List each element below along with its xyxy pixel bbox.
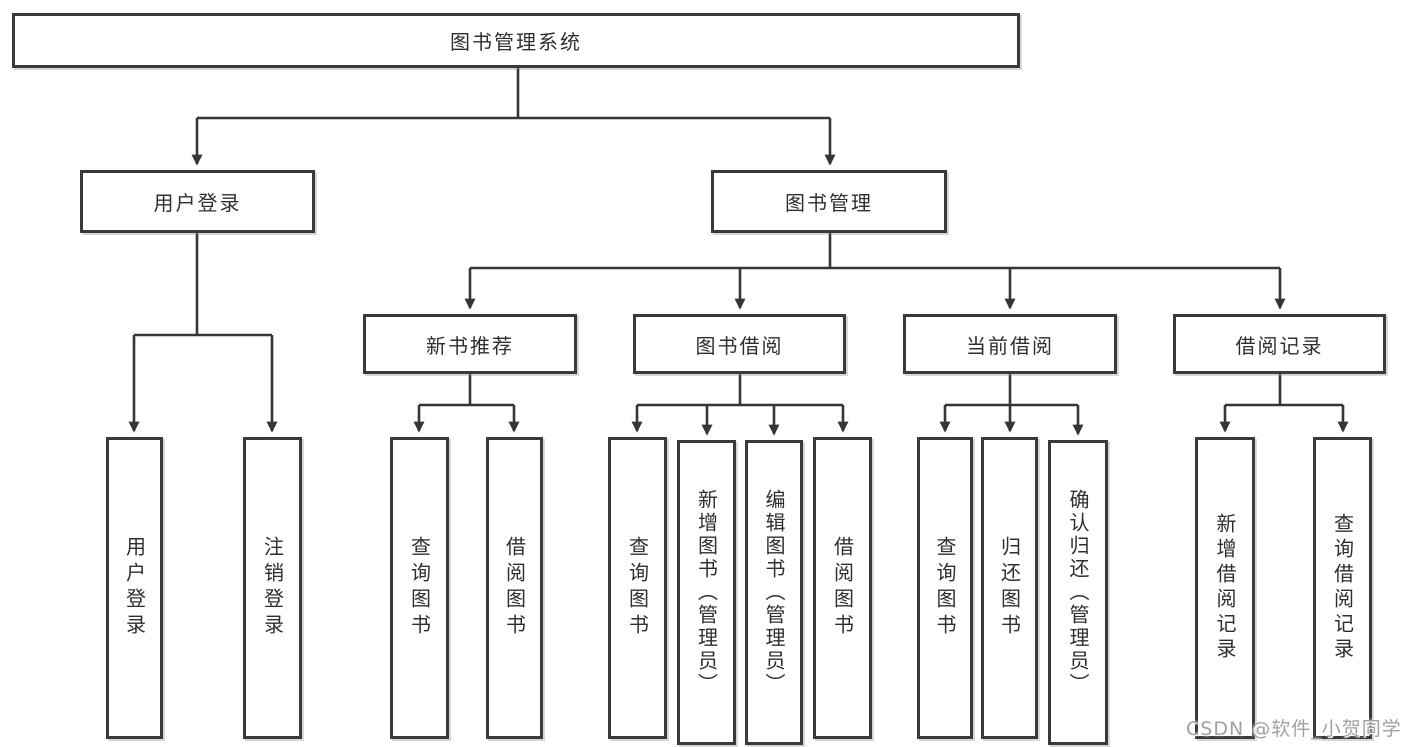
node-new-book-recommendation: 新书推荐 <box>363 314 577 374</box>
node-root-system: 图书管理系统 <box>12 13 1020 68</box>
leaf-logout: 注销登录 <box>243 437 302 739</box>
leaf-newbook-query-books: 查询图书 <box>390 437 449 739</box>
leaf-user-login: 用户登录 <box>106 437 163 739</box>
leaf-records-add-record: 新增借阅记录 <box>1195 437 1255 739</box>
node-book-management: 图书管理 <box>711 170 947 233</box>
leaf-current-confirm-return-admin: 确认归还（管理员） <box>1048 440 1108 745</box>
leaf-current-return-books: 归还图书 <box>981 437 1038 739</box>
leaf-newbook-borrow-books: 借阅图书 <box>486 437 543 739</box>
leaf-records-query-record: 查询借阅记录 <box>1313 437 1372 739</box>
leaf-borrowing-edit-books-admin: 编辑图书（管理员） <box>745 440 803 745</box>
node-current-borrowing: 当前借阅 <box>903 314 1117 374</box>
leaf-borrowing-borrow-books: 借阅图书 <box>813 437 872 739</box>
node-borrowing-records: 借阅记录 <box>1173 314 1386 374</box>
leaf-current-query-books: 查询图书 <box>917 437 973 739</box>
csdn-watermark: CSDN @软件_小贺同学 <box>1186 718 1402 740</box>
node-book-borrowing: 图书借阅 <box>633 314 846 374</box>
node-user-login: 用户登录 <box>80 170 315 233</box>
leaf-borrowing-add-books-admin: 新增图书（管理员） <box>677 440 736 745</box>
leaf-borrowing-query-books: 查询图书 <box>608 437 667 739</box>
